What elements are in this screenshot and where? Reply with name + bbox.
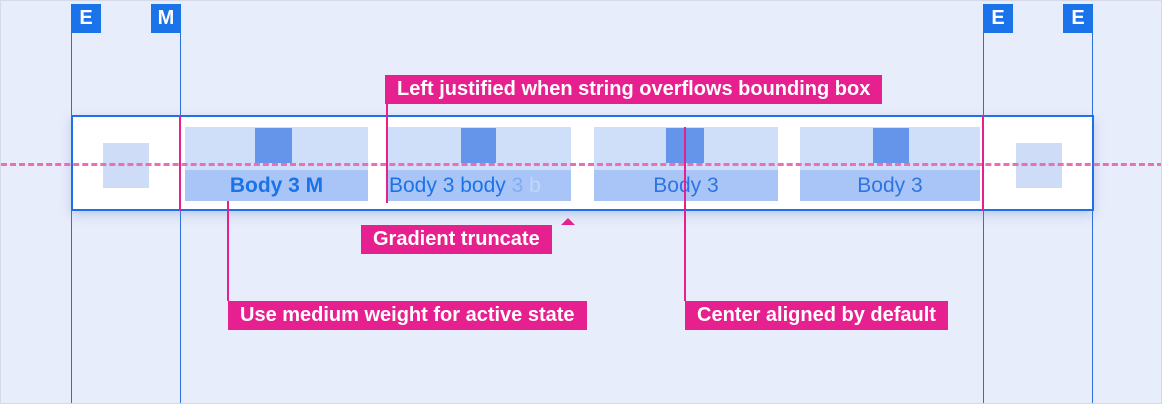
redline-active-state	[227, 201, 229, 301]
annotation-medium-weight: Use medium weight for active state	[228, 301, 587, 330]
tab-icon	[873, 128, 909, 163]
marker-badge-e-left: E	[71, 4, 101, 33]
tab-label-segment: Body 3 body	[389, 174, 512, 197]
tab-overflow-text: Body 3 body 3 b	[388, 127, 571, 201]
marker-badge-e-right: E	[1063, 4, 1093, 33]
baseline-dashed-line	[1, 163, 1161, 166]
guide-line-left-edge	[71, 33, 72, 403]
annotation-pointer-up-icon	[561, 218, 575, 225]
redline-center-aligned	[684, 127, 686, 301]
annotation-gradient-truncate: Gradient truncate	[361, 225, 552, 254]
guide-line-right-edge	[1092, 33, 1093, 403]
marker-badge-m: M	[151, 4, 181, 33]
tab-label: Body 3	[594, 170, 778, 201]
tab-icon	[255, 128, 292, 163]
guide-line-left-margin	[180, 33, 181, 403]
tab-label-segment-fade1: 3	[511, 174, 524, 197]
redline-right-margin	[982, 115, 984, 211]
tab-body3-first: Body 3	[594, 127, 778, 201]
tab-body3-second: Body 3	[800, 127, 980, 201]
annotation-left-justified: Left justified when string overflows bou…	[385, 75, 883, 104]
redline-left-margin	[179, 115, 181, 211]
marker-badge-e-right-inner: E	[983, 4, 1013, 33]
tab-label: Body 3 M	[185, 170, 368, 201]
guide-line-right-margin	[983, 33, 984, 403]
annotation-center-aligned: Center aligned by default	[685, 301, 948, 330]
tab-active-body3m: Body 3 M	[185, 127, 368, 201]
tab-label: Body 3	[800, 170, 980, 201]
redline-left-justified	[386, 104, 388, 203]
tab-label-segment-fade2: b	[523, 174, 541, 197]
tab-label-truncated: Body 3 body 3 b	[388, 170, 571, 201]
tab-icon	[461, 128, 496, 163]
